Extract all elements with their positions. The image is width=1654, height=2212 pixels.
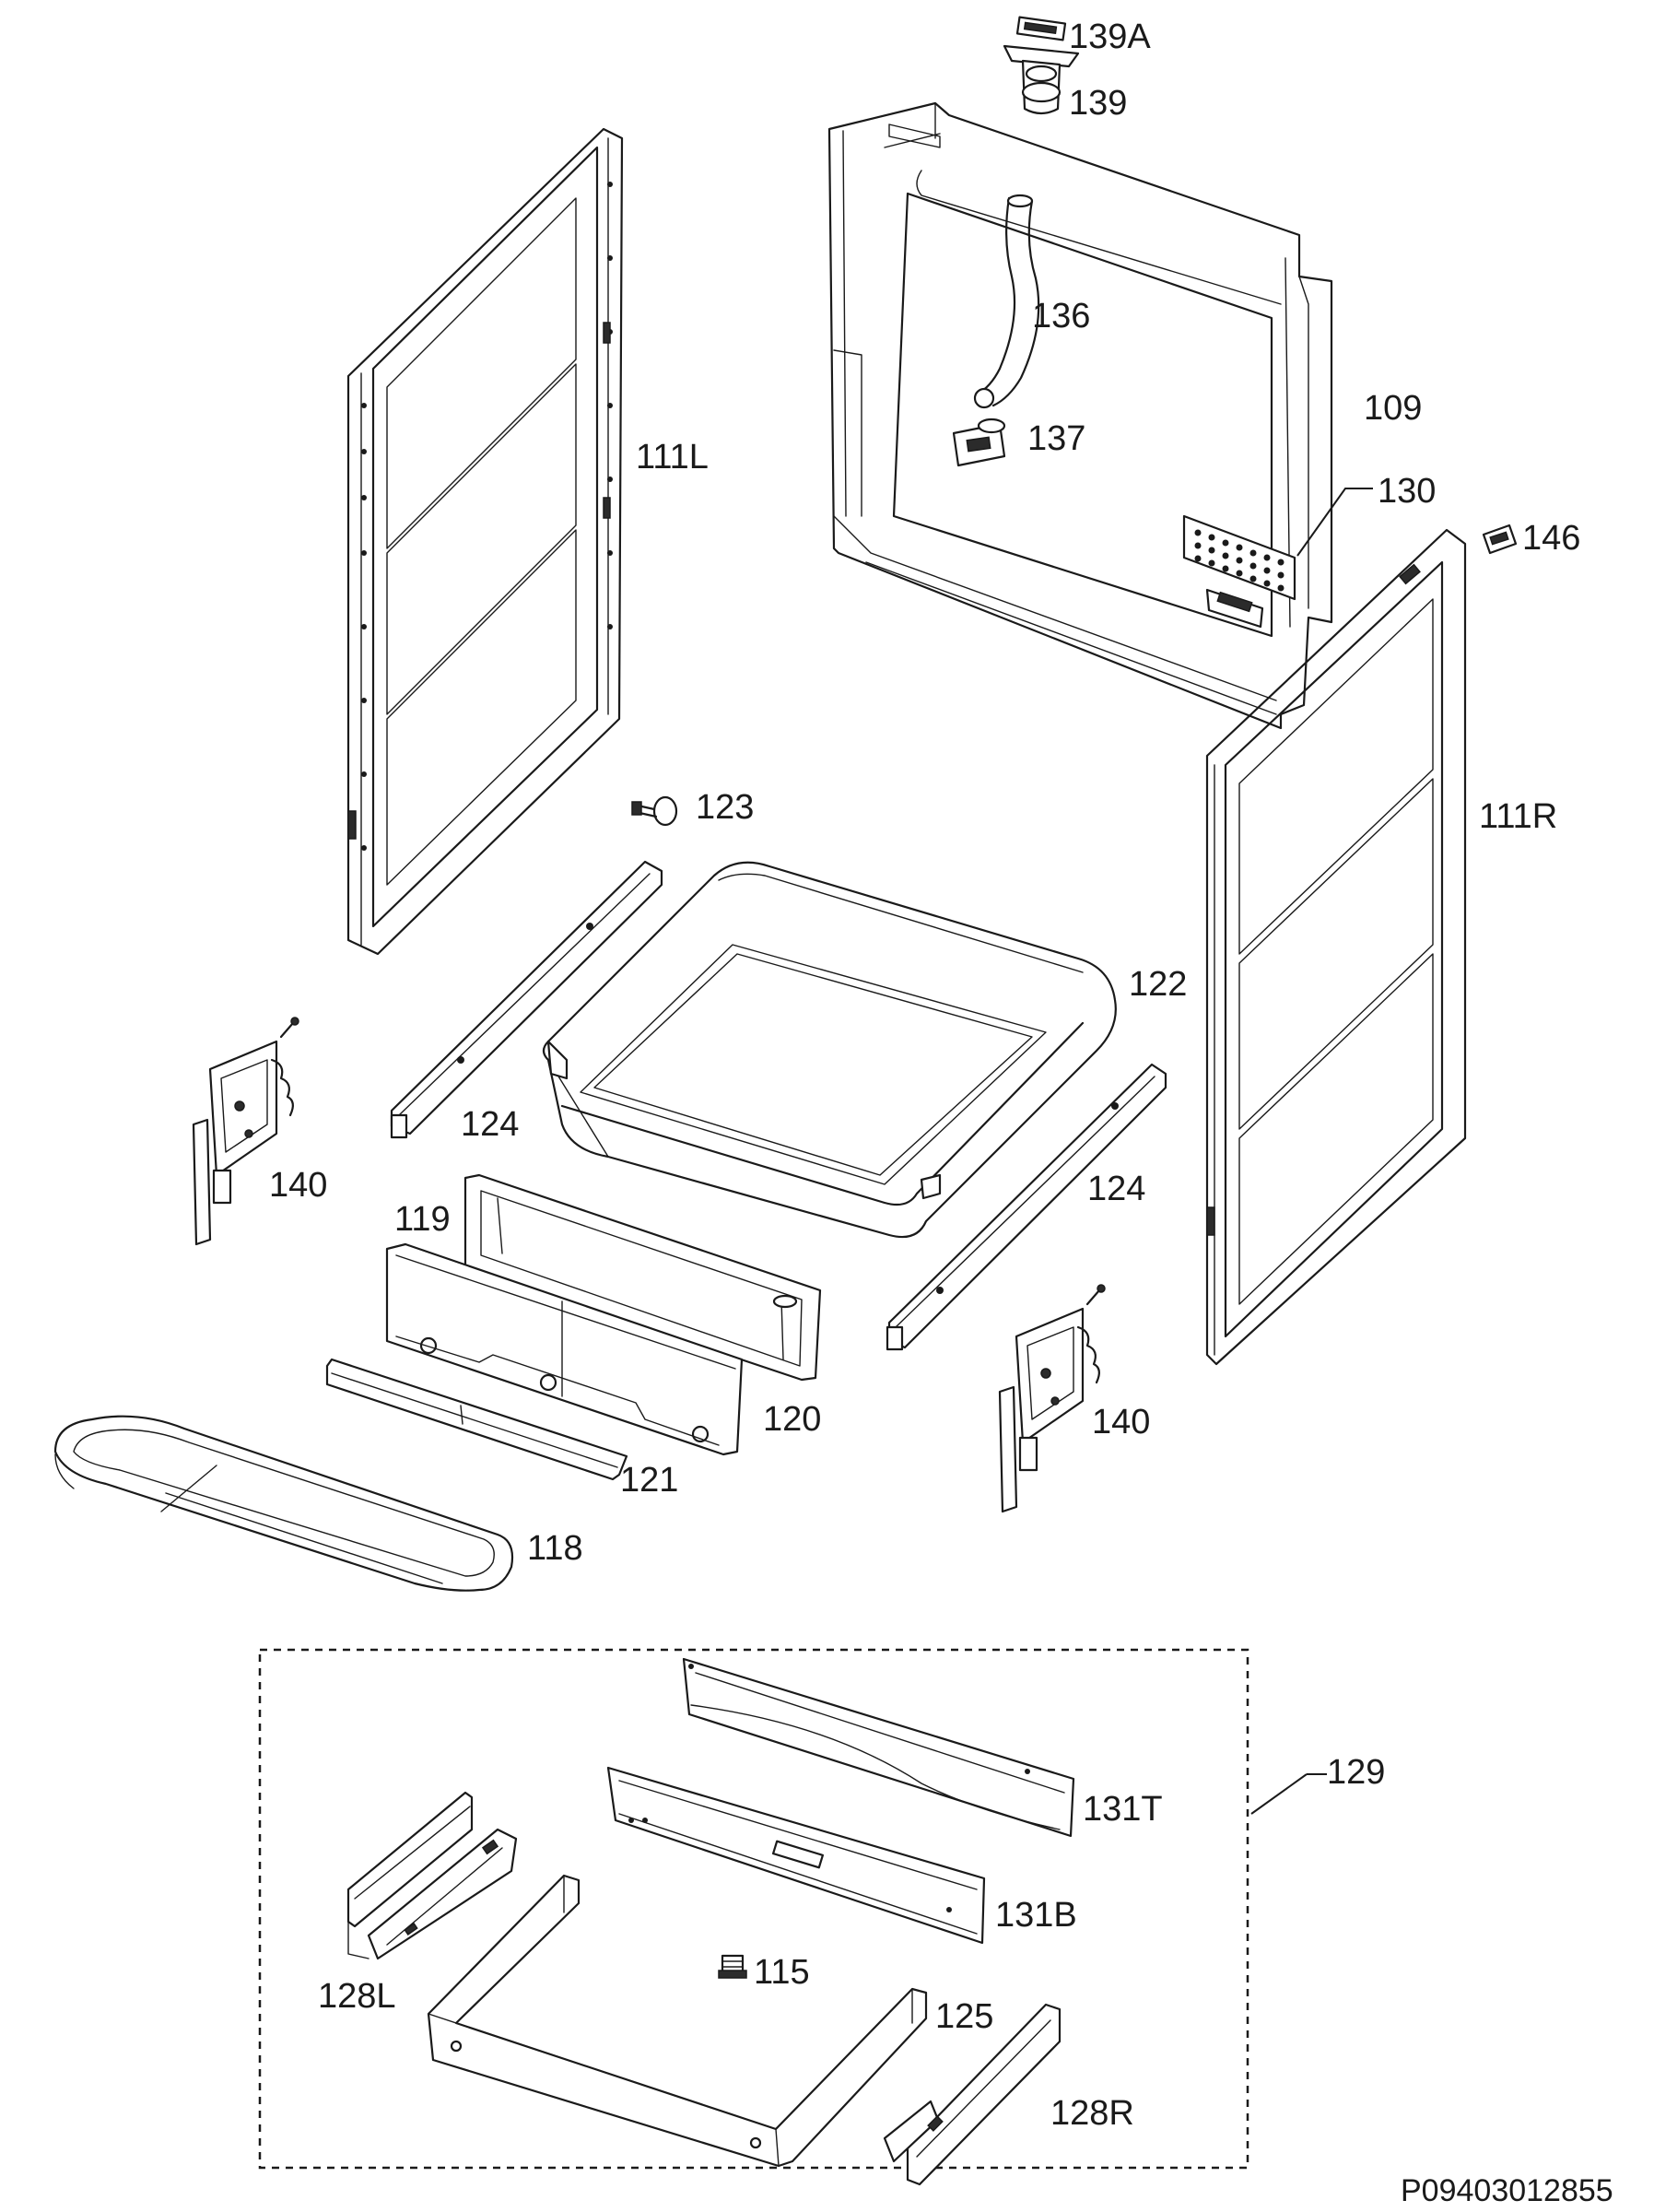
label-121: 121	[620, 1461, 678, 1500]
label-131b: 131B	[995, 1896, 1077, 1935]
label-119: 119	[394, 1200, 451, 1239]
part-115-foot	[718, 1954, 747, 1979]
part-131t-top-strip	[682, 1657, 1075, 1838]
label-111l: 111L	[636, 438, 709, 477]
part-124-right-rail	[886, 1063, 1167, 1351]
part-111r-right-panel	[1205, 528, 1467, 1366]
label-111r: 111R	[1479, 797, 1557, 836]
label-146: 146	[1522, 519, 1580, 558]
label-137: 137	[1027, 419, 1085, 458]
label-118: 118	[527, 1529, 583, 1568]
part-140-right-hinge	[998, 1284, 1106, 1513]
leader-129	[1250, 1773, 1308, 1815]
label-136: 136	[1032, 297, 1090, 335]
label-125: 125	[935, 1997, 993, 2036]
part-111l-left-panel	[346, 127, 624, 956]
part-125-base-frame	[427, 1874, 928, 2168]
label-131t: 131T	[1083, 1790, 1163, 1829]
part-120-front-panel	[385, 1242, 744, 1456]
part-128l-left-bracket	[346, 1791, 518, 1960]
label-120: 120	[763, 1400, 821, 1439]
part-121-handle	[325, 1358, 628, 1481]
group-129-box	[258, 1648, 1249, 2170]
label-140-left: 140	[269, 1166, 327, 1205]
part-131b-bottom-strip	[606, 1766, 986, 1945]
part-139	[1003, 44, 1080, 115]
leader-130	[1296, 488, 1373, 557]
label-122: 122	[1129, 965, 1187, 1004]
part-123-screw	[631, 795, 678, 827]
part-140-left-hinge	[192, 1017, 299, 1246]
part-130-vent	[1182, 514, 1296, 629]
label-123: 123	[696, 788, 754, 827]
label-130: 130	[1378, 472, 1436, 511]
part-128r-right-bracket	[883, 2003, 1062, 2186]
part-136-hose	[973, 194, 1040, 409]
label-124-right: 124	[1087, 1170, 1145, 1208]
part-118-tray	[53, 1415, 514, 1592]
label-139a: 139A	[1069, 18, 1151, 56]
part-124-left-rail	[390, 860, 663, 1139]
label-124-left: 124	[461, 1105, 519, 1144]
part-109-back-panel	[827, 101, 1333, 730]
label-140-right: 140	[1092, 1403, 1150, 1441]
part-137-plate	[952, 418, 1006, 467]
part-122-drawer-tray	[542, 861, 1117, 1239]
label-109: 109	[1364, 389, 1422, 428]
label-139: 139	[1069, 84, 1127, 123]
label-129: 129	[1327, 1753, 1385, 1792]
part-139a	[1015, 16, 1067, 41]
label-115: 115	[754, 1953, 810, 1992]
document-code: P09403012855	[1401, 2173, 1613, 2208]
label-128l: 128L	[318, 1977, 396, 2016]
label-128r: 128R	[1050, 2094, 1134, 2133]
part-146-clip	[1482, 524, 1518, 555]
